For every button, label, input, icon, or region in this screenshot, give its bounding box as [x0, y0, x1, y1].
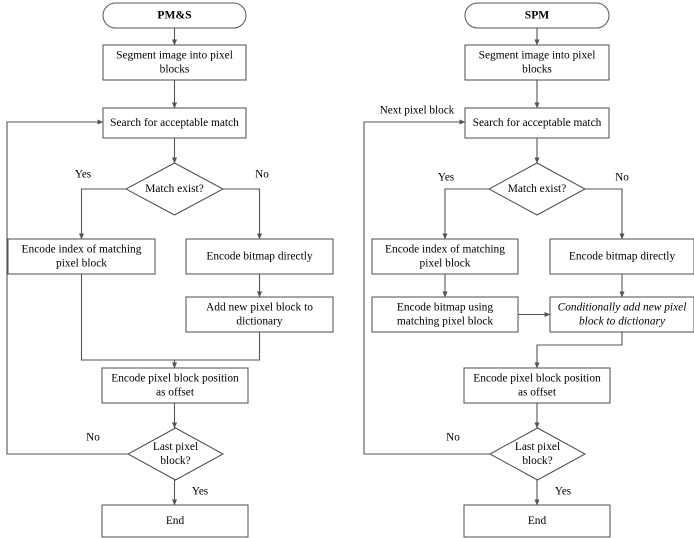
edge-label-spm-no-last: No [446, 432, 460, 444]
edge-label-pms-yes-last: Yes [192, 486, 208, 498]
node-label: PM&S [157, 8, 191, 21]
node-label: End [166, 515, 185, 527]
edge-label-pms-yes-match: Yes [75, 169, 91, 181]
flow-node-spm-encode-bmp: Encode bitmap directly [549, 238, 694, 275]
node-shape-process [185, 238, 334, 275]
node-shape-decision [487, 162, 587, 216]
flow-node-spm-end: End [463, 504, 611, 538]
edge-label-pms-no-match: No [255, 169, 269, 181]
flow-node-spm-start: SPM [464, 2, 610, 29]
flow-node-pms-search: Search for acceptable match [102, 107, 247, 139]
node-shape-process [549, 296, 694, 333]
node-shape-process [464, 44, 610, 81]
node-shape-decision [124, 162, 225, 216]
flow-node-pms-encode-bmp: Encode bitmap directly [185, 238, 334, 275]
node-shape-process [102, 107, 247, 139]
edge-label-spm-yes-last: Yes [555, 486, 571, 498]
flow-edge-spm-e11 [363, 119, 490, 455]
flow-node-spm-search: Search for acceptable match [464, 107, 610, 139]
node-shape-decision [488, 427, 587, 481]
edge-label-spm-no-match: No [615, 172, 629, 184]
node-shape-process [185, 296, 334, 333]
node-shape-terminator [464, 2, 610, 29]
node-label: Encode bitmap directly [206, 250, 313, 262]
flow-edge-pms-e10 [6, 119, 128, 455]
flow-edge-spm-e9 [534, 332, 623, 369]
flow-edge-pms-e4 [78, 188, 126, 240]
node-shape-terminator [102, 2, 247, 29]
node-label: Search for acceptable match [110, 117, 239, 129]
node-shape-process [371, 238, 519, 275]
node-shape-process [549, 238, 694, 275]
flow-node-spm-match: Match exist? [487, 162, 587, 216]
node-shape-terminator_rect [101, 504, 249, 538]
node-shape-process [7, 238, 156, 275]
flow-node-pms-end: End [101, 504, 249, 538]
node-label: End [528, 515, 547, 527]
edge-label-spm-yes-match: Yes [438, 172, 454, 184]
node-label: Match exist? [508, 183, 567, 195]
node-label: Match exist? [145, 183, 204, 195]
node-shape-process [463, 367, 611, 404]
node-label: Search for acceptable match [473, 117, 602, 129]
flow-edge-pms-e7 [80, 274, 261, 361]
node-shape-process [464, 107, 610, 139]
edges-layer [6, 28, 625, 506]
flow-node-pms-start: PM&S [102, 2, 247, 29]
flow-edge-spm-e4 [442, 188, 489, 240]
node-shape-process [371, 296, 519, 333]
node-shape-decision [126, 427, 225, 481]
edge-label-spm-next-block: Next pixel block [380, 105, 455, 117]
node-shape-process [101, 367, 249, 404]
flow-edge-pms-e5 [223, 188, 263, 240]
node-shape-process [102, 44, 247, 81]
node-label: Encode bitmap directly [569, 250, 676, 262]
edge-label-pms-no-last: No [86, 432, 100, 444]
node-label: SPM [525, 8, 550, 21]
flow-edge-spm-e5 [585, 188, 625, 240]
flow-node-pms-match: Match exist? [124, 162, 225, 216]
node-shape-terminator_rect [463, 504, 611, 538]
